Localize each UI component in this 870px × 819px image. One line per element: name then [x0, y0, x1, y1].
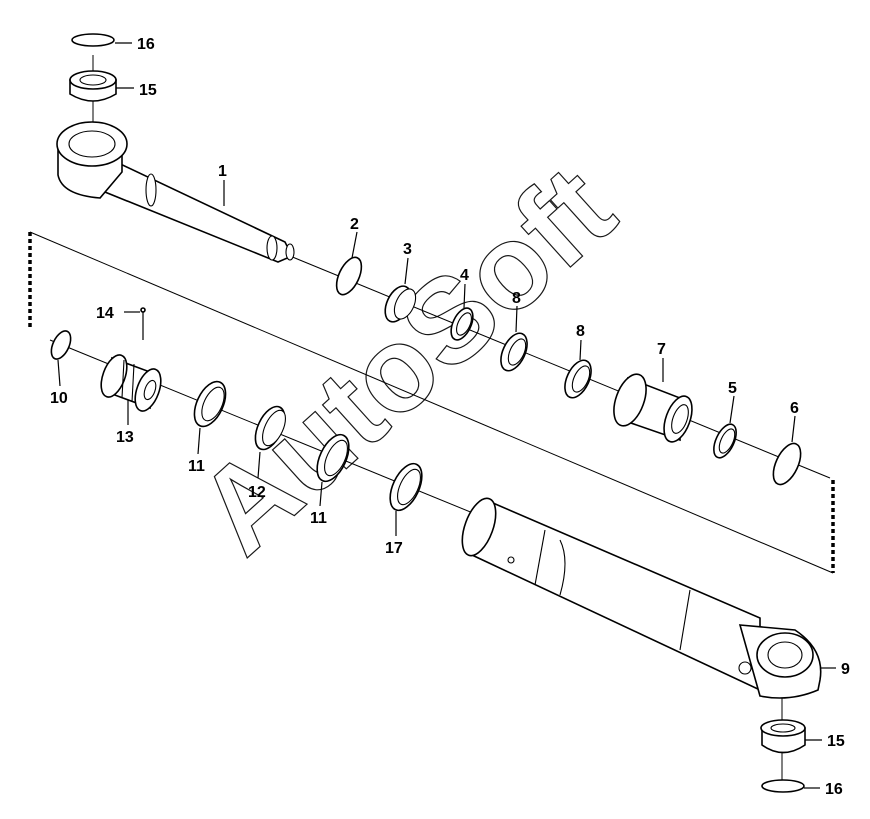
callout-11-second: 11 [310, 510, 327, 527]
callout-12: 12 [248, 484, 266, 501]
assembly-boundary [28, 231, 835, 574]
piston-rod [56, 121, 295, 263]
spherical-bearing-top [69, 70, 117, 102]
piston-seal-11b [316, 433, 350, 483]
watermark-text: AutoSoft [173, 141, 639, 579]
leader-lines [57, 42, 836, 789]
callout-1: 1 [218, 163, 227, 180]
circlip-bottom [761, 779, 805, 793]
callout-15-top: 15 [139, 82, 157, 99]
piston-seal-11a [193, 380, 227, 428]
callout-17: 17 [385, 540, 403, 557]
callout-16-top: 16 [137, 36, 155, 53]
callout-10: 10 [50, 390, 68, 407]
rod-seal-8a [500, 332, 528, 372]
wiper-ring-4 [450, 307, 474, 341]
rod-seal-8b [564, 359, 592, 399]
cylinder-head-7 [613, 373, 693, 443]
pin-14 [140, 307, 146, 340]
callout-11-first: 11 [188, 458, 205, 475]
callout-13: 13 [116, 429, 134, 446]
callout-8-second: 8 [576, 323, 585, 340]
callout-8-first: 8 [512, 290, 521, 307]
callout-4: 4 [460, 267, 469, 284]
ring-10 [50, 330, 72, 360]
seal-ring-5 [713, 423, 737, 459]
o-ring-6 [772, 442, 802, 486]
cylinder-tube-9 [461, 497, 822, 699]
callout-9: 9 [841, 661, 850, 678]
callout-15-bottom: 15 [827, 733, 845, 750]
spherical-bearing-bottom [760, 719, 806, 754]
callout-3: 3 [403, 241, 412, 258]
callout-2: 2 [350, 216, 359, 233]
circlip-top [71, 33, 115, 47]
seal-ring-17 [389, 462, 423, 512]
callout-6: 6 [790, 400, 799, 417]
wear-ring-12 [254, 405, 286, 451]
piston-13 [100, 354, 162, 412]
callout-numbers: 16 15 1 2 3 4 8 8 7 5 6 14 10 13 11 12 1… [50, 36, 850, 798]
guide-bushing-3 [384, 285, 417, 323]
callout-16-bottom: 16 [825, 781, 843, 798]
callout-14: 14 [96, 305, 114, 322]
callout-7: 7 [657, 341, 666, 358]
o-ring-2 [335, 256, 363, 296]
callout-5: 5 [728, 380, 737, 397]
